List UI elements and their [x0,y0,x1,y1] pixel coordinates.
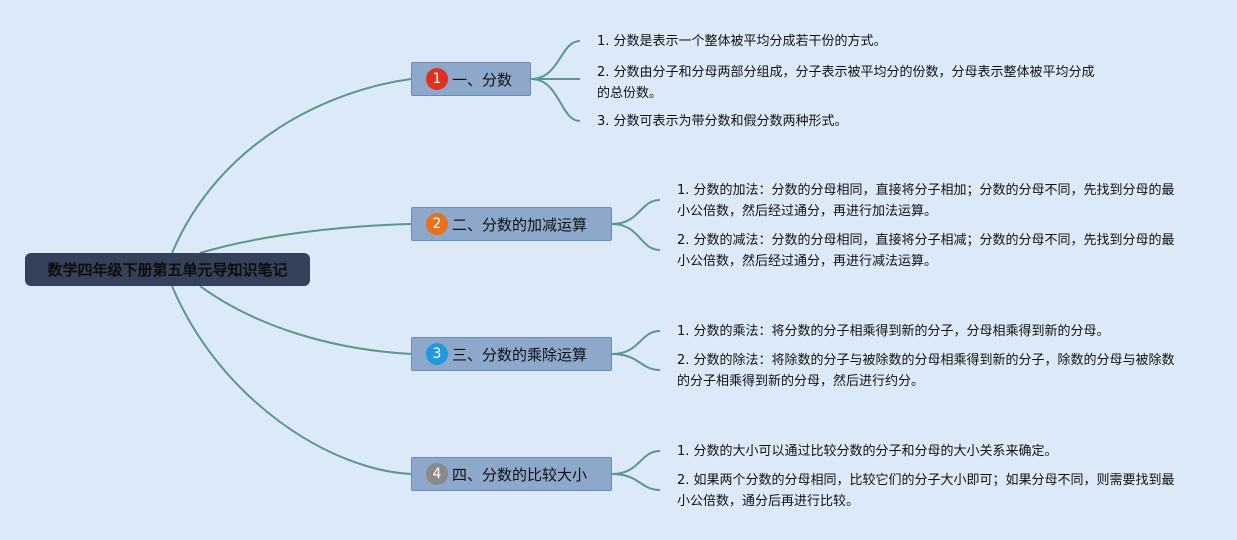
leaf-topic[interactable]: 1. 分数的乘法：将分数的分子相乘得到新的分子，分母相乘得到新的分母。 [677,324,1110,339]
number-badge-icon: 3 [426,343,448,365]
branch-label: 二、分数的加减运算 [452,215,588,234]
branch-label: 一、分数 [452,70,513,89]
leaf-topic[interactable]: 1. 分数的加法：分数的分母相同，直接将分子相加；分数的分母不同，先找到分母的最… [677,183,1175,219]
number-badge-icon: 1 [426,68,448,90]
leaf-topic[interactable]: 2. 分数的减法：分数的分母相同，直接将分子相减；分数的分母不同，先找到分母的最… [677,233,1175,269]
number-badge-icon: 2 [426,213,448,235]
leaf-topic[interactable]: 2. 如果两个分数的分母相同，比较它们的分子大小即可；如果分母不同，则需要找到最… [677,473,1175,509]
leaf-topic[interactable]: 2. 分数的除法：将除数的分子与被除数的分母相乘得到新的分子，除数的分母与被除数… [677,353,1175,389]
leaf-topic[interactable]: 1. 分数的大小可以通过比较分数的分子和分母的大小关系来确定。 [677,444,1058,459]
leaf-topic[interactable]: 1. 分数是表示一个整体被平均分成若干份的方式。 [597,34,887,49]
leaf-topic[interactable]: 3. 分数可表示为带分数和假分数两种形式。 [597,114,848,129]
branch-label: 三、分数的乘除运算 [452,345,588,364]
number-badge-icon: 4 [426,463,448,485]
root-title: 数学四年级下册第五单元导知识笔记 [47,261,288,279]
leaf-topic[interactable]: 2. 分数由分子和分母两部分组成，分子表示被平均分的份数，分母表示整体被平均分成… [597,65,1095,101]
branch-label: 四、分数的比较大小 [452,465,588,484]
root-topic[interactable]: 数学四年级下册第五单元导知识笔记 [25,253,310,286]
